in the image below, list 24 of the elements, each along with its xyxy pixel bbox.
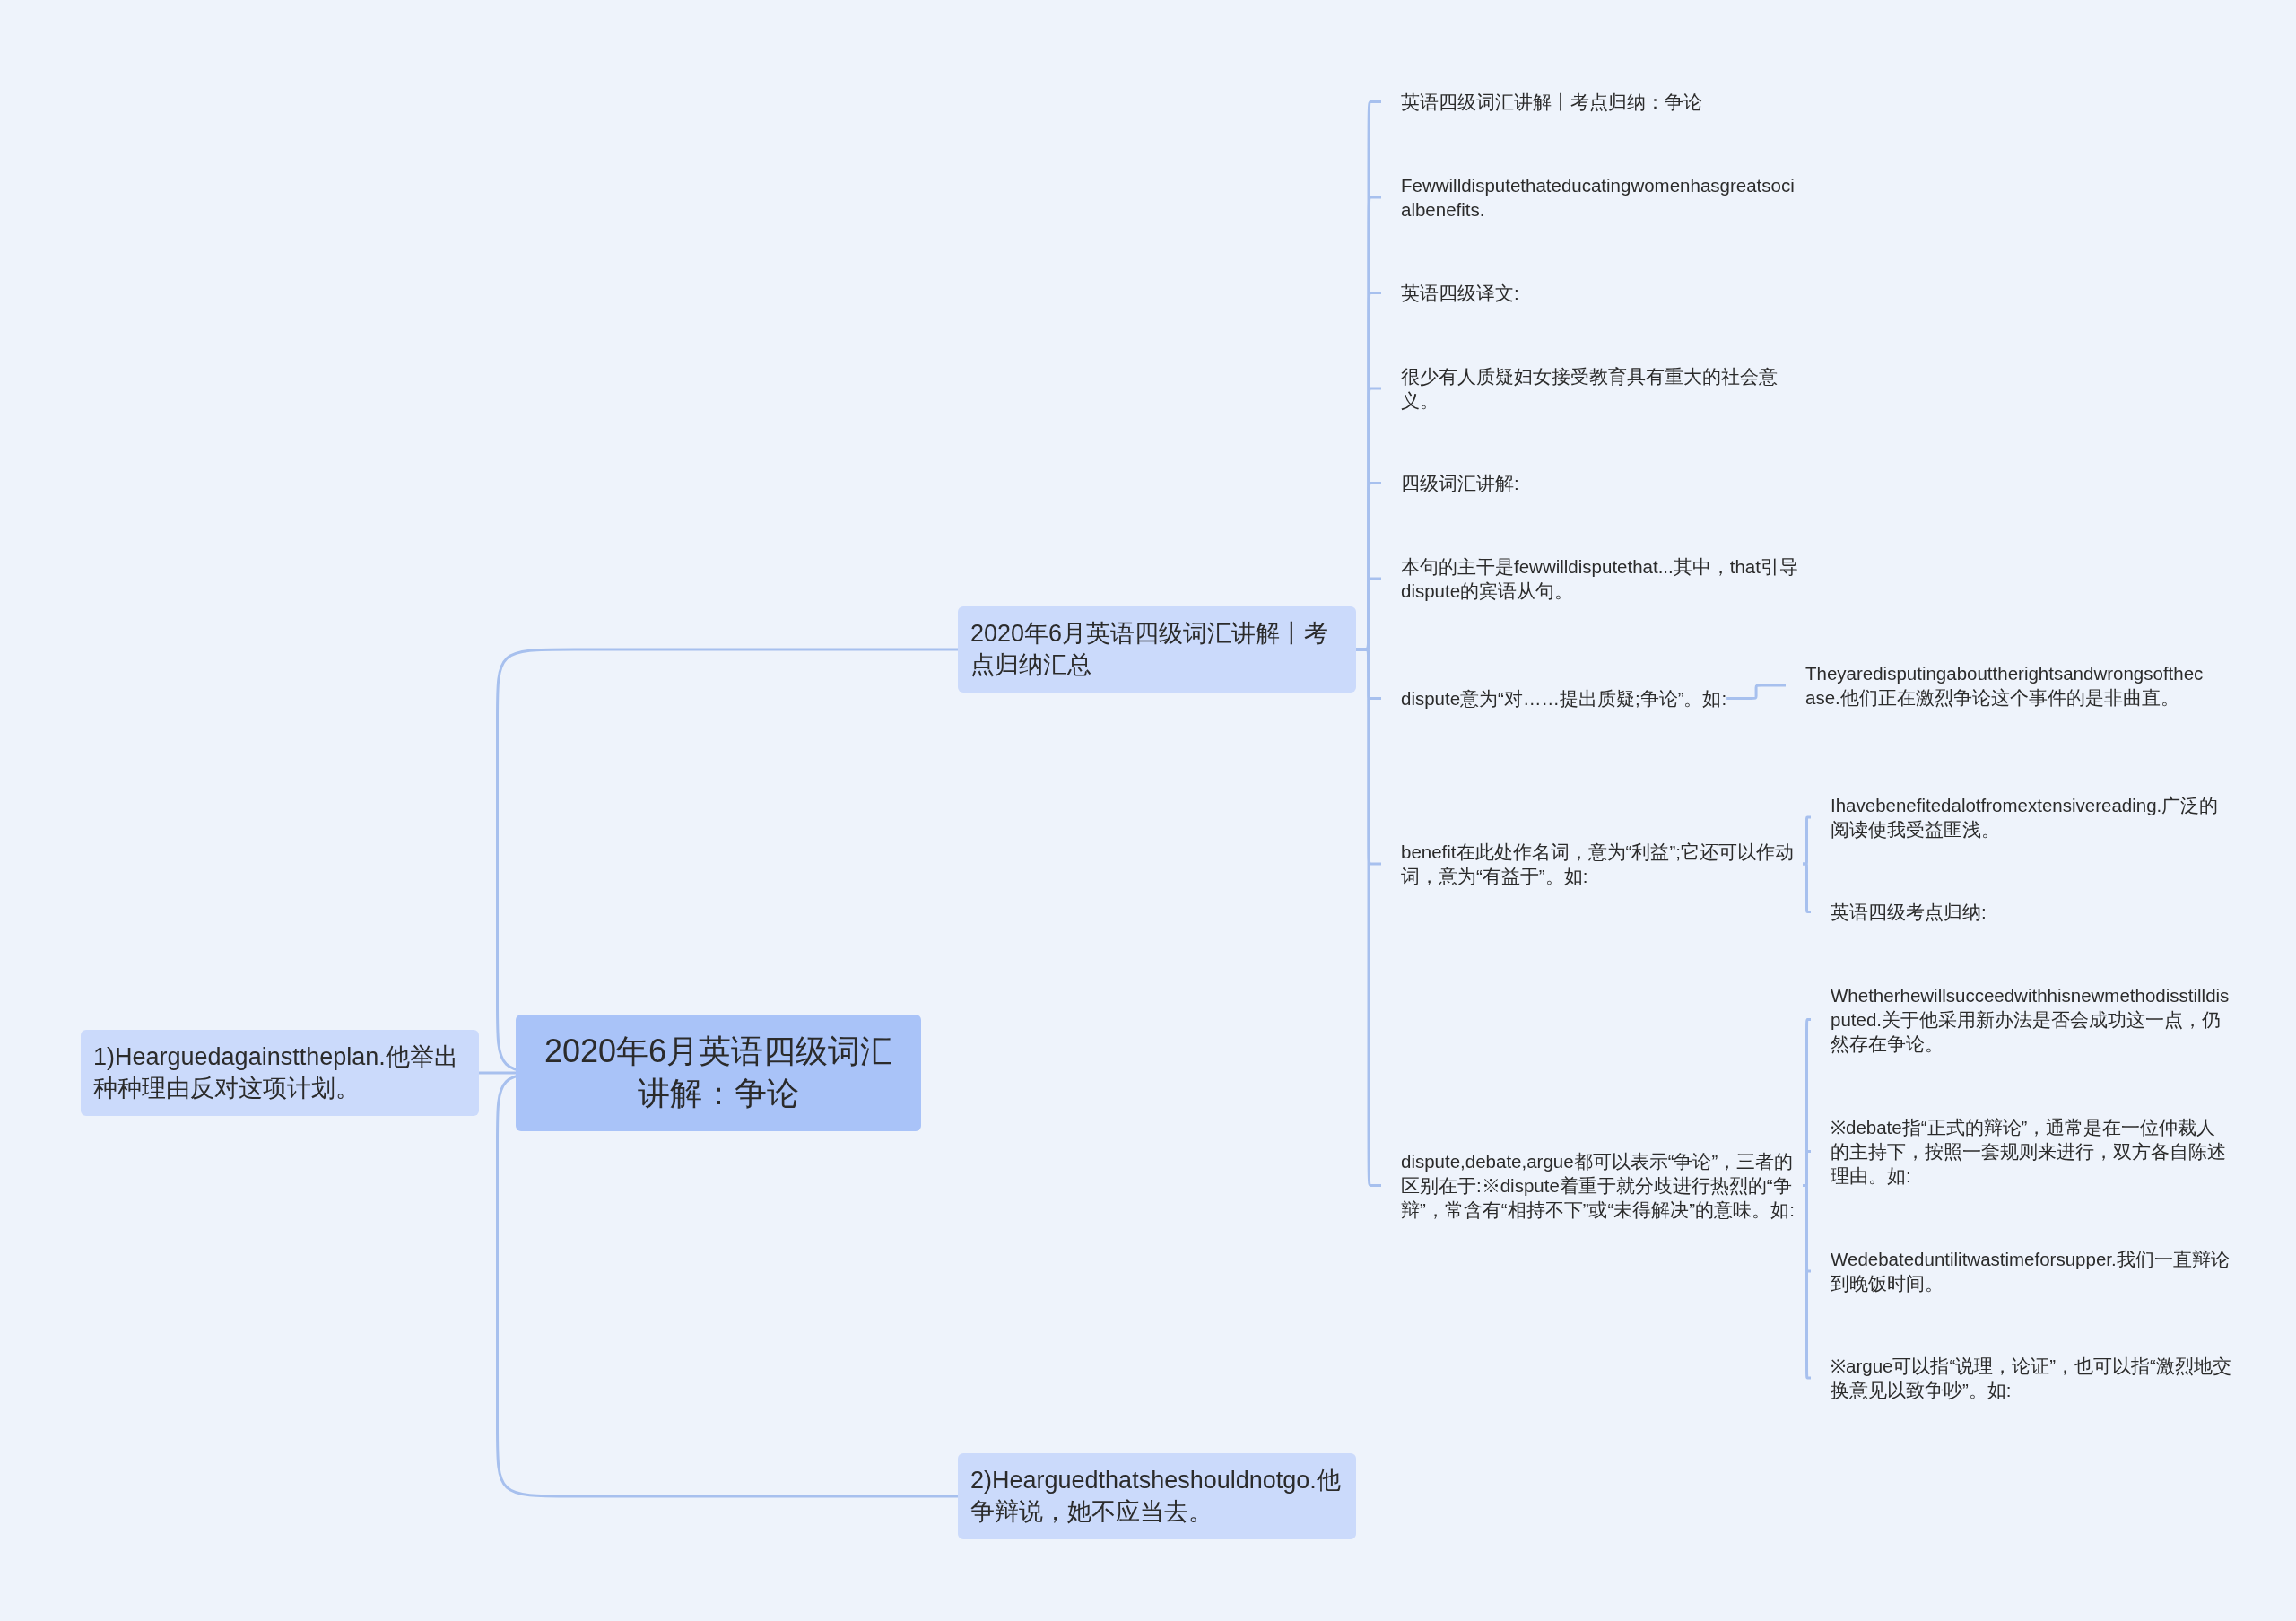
topic-text: Theyaredisputingabouttherightsandwrongsofthecase.他们正在激烈争论这个事件的是非曲直。 bbox=[1805, 662, 2205, 710]
topic-text: 英语四级译文: bbox=[1401, 282, 1519, 305]
topic-box: 2020年6月英语四级词汇讲解丨考点归纳汇总 bbox=[958, 606, 1356, 693]
topic-text: 英语四级词汇讲解丨考点归纳：争论 bbox=[1401, 91, 1702, 114]
topic-text: 本句的主干是fewwilldisputethat...其中，that引导dispute的宾语从句。 bbox=[1401, 555, 1799, 604]
topic-text: Ihavebenefitedalotfromextensivereading.广泛的阅读使我受益匪浅。 bbox=[1831, 794, 2220, 842]
topic-text: ※argue可以指“说理，论证”，也可以指“激烈地交换意见以致争吵”。如: bbox=[1831, 1355, 2232, 1403]
connector-line bbox=[479, 1071, 516, 1075]
connector-line bbox=[1726, 684, 1786, 700]
topic-text: Whetherhewillsucceedwithhisnewmethodisstilldisputed.关于他采用新办法是否会成功这一点，仍然存在争论。 bbox=[1831, 984, 2231, 1057]
topic-text: 四级词汇讲解: bbox=[1401, 472, 1519, 495]
topic-text: 英语四级考点归纳: bbox=[1831, 901, 1987, 924]
topic-text: ※debate指“正式的辩论”，通常是在一位仲裁人的主持下，按照一套规则来进行，双方各自陈述理由。如: bbox=[1831, 1116, 2227, 1189]
topic-box: 2)Hearguedthatsheshouldnotgo.他争辩说，她不应当去。 bbox=[958, 1453, 1356, 1539]
topic-text: benefit在此处作名词，意为“利益”;它还可以作动词，意为“有益于”。如: bbox=[1401, 841, 1795, 889]
topic-text: Fewwilldisputethateducatingwomenhasgreatsocialbenefits. bbox=[1401, 174, 1796, 222]
connector-line bbox=[1802, 862, 1812, 913]
topic-text: Wedebateduntilitwastimeforsupper.我们一直辩论到晚饭时间。 bbox=[1831, 1248, 2231, 1296]
topic-text: dispute意为“对……提出质疑;争论”。如: bbox=[1401, 687, 1727, 710]
topic-text: dispute,debate,argue都可以表示“争论”，三者的区别在于:※dispute着重于就分歧进行热烈的“争辩”，常含有“相持不下”或“未得解决”的意味。如: bbox=[1401, 1150, 1796, 1223]
central-topic-box: 2020年6月英语四级词汇讲解：争论 bbox=[516, 1015, 921, 1131]
connector-line bbox=[1802, 1184, 1812, 1380]
topic-text: 很少有人质疑妇女接受教育具有重大的社会意义。 bbox=[1401, 365, 1779, 414]
topic-box: 1)Hearguedagainsttheplan.他举出种种理由反对这项计划。 bbox=[81, 1030, 479, 1116]
